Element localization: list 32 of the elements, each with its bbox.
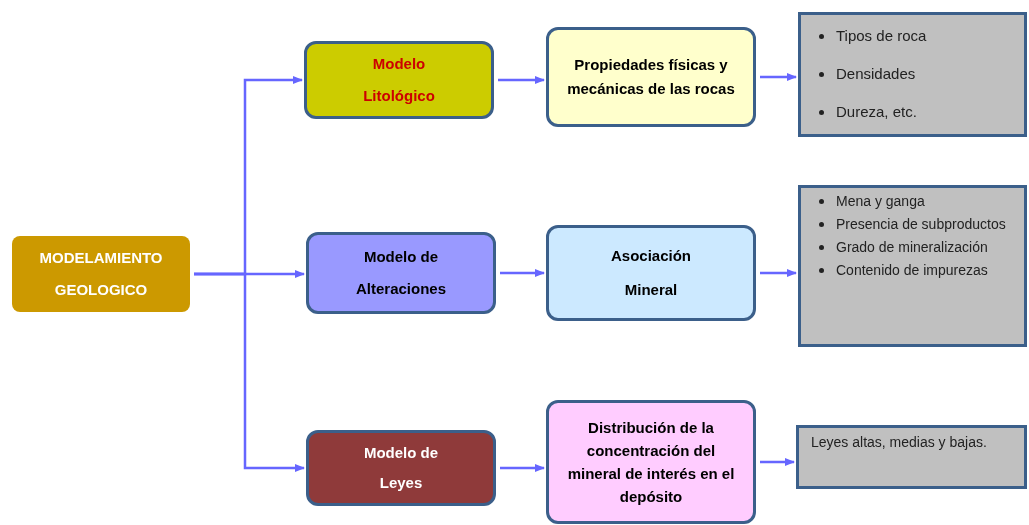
box-label: Asociación Mineral bbox=[610, 246, 692, 300]
arrow bbox=[760, 458, 795, 466]
box-label: MODELAMIENTO GEOLOGICO bbox=[38, 248, 164, 300]
note-box bbox=[796, 425, 1027, 489]
box-label: Modelo Litológico bbox=[362, 54, 436, 106]
model-box bbox=[306, 232, 496, 314]
arrow bbox=[194, 272, 305, 472]
list-item: Tipos de roca bbox=[836, 26, 927, 46]
box-label: Modelo de Alteraciones bbox=[354, 247, 447, 299]
box-label: Distribución de la concentración del mineral de interés en el depósito bbox=[566, 418, 736, 507]
list-item: Densidades bbox=[836, 64, 916, 84]
result-box bbox=[546, 400, 756, 524]
model-box bbox=[306, 430, 496, 506]
result-box bbox=[546, 225, 756, 321]
box-label: Propiedades físicas y mecánicas de las rocas bbox=[566, 55, 736, 99]
arrow bbox=[500, 464, 545, 472]
arrow bbox=[760, 73, 797, 81]
list-item: Dureza, etc. bbox=[836, 102, 917, 122]
list-item: Contenido de impurezas bbox=[836, 261, 989, 279]
arrow bbox=[498, 76, 545, 84]
model-box bbox=[304, 41, 494, 119]
arrow bbox=[500, 269, 545, 277]
list-box bbox=[798, 185, 1027, 347]
list-item: Grado de mineralización bbox=[836, 238, 989, 256]
list-box bbox=[798, 12, 1027, 137]
arrow bbox=[760, 269, 797, 277]
box-label: Modelo de Leyes bbox=[362, 443, 440, 493]
list-item: Mena y ganga bbox=[836, 192, 926, 210]
root-box bbox=[12, 236, 190, 312]
result-box bbox=[546, 27, 756, 127]
box-label: Leyes altas, medias y bajas. bbox=[811, 433, 987, 452]
list-item: Presencia de subproductos bbox=[836, 215, 1006, 233]
